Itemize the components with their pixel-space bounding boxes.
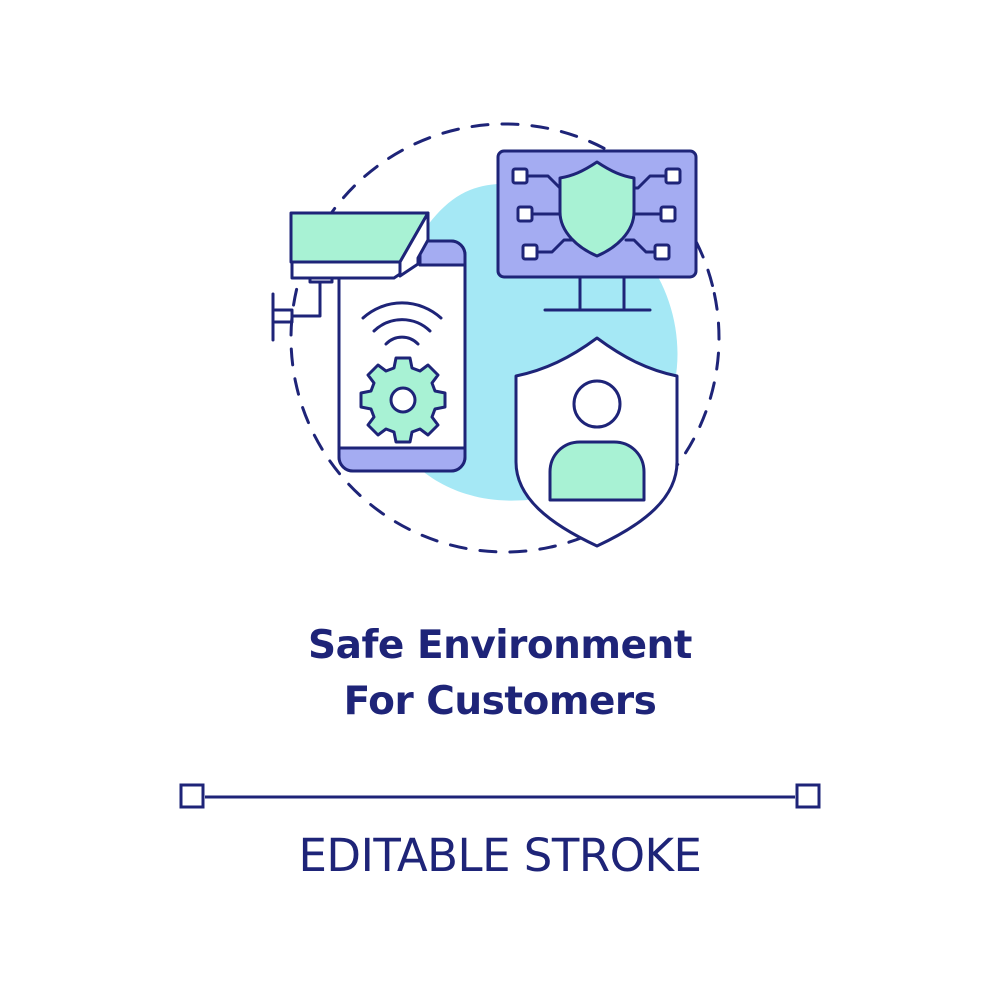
concept-illustration (271, 122, 721, 554)
page-title: Safe Environment For Customers (0, 618, 1000, 730)
monitor-icon (496, 149, 698, 312)
user-icon (548, 379, 646, 502)
editable-stroke-caption: EDITABLE STROKE (298, 829, 703, 882)
wifi-signal-icon (361, 301, 443, 346)
stroke-handle-left (179, 783, 205, 809)
editable-stroke-line (179, 783, 821, 809)
monitor-shield-icon (558, 160, 636, 258)
title-line-1: Safe Environment (308, 623, 692, 668)
dashed-circle (289, 122, 721, 554)
title-line-2: For Customers (343, 679, 657, 724)
user-shield-icon (514, 336, 679, 548)
stroke-handle-right (795, 783, 821, 809)
security-camera-icon (271, 211, 430, 342)
gear-icon (359, 356, 447, 444)
